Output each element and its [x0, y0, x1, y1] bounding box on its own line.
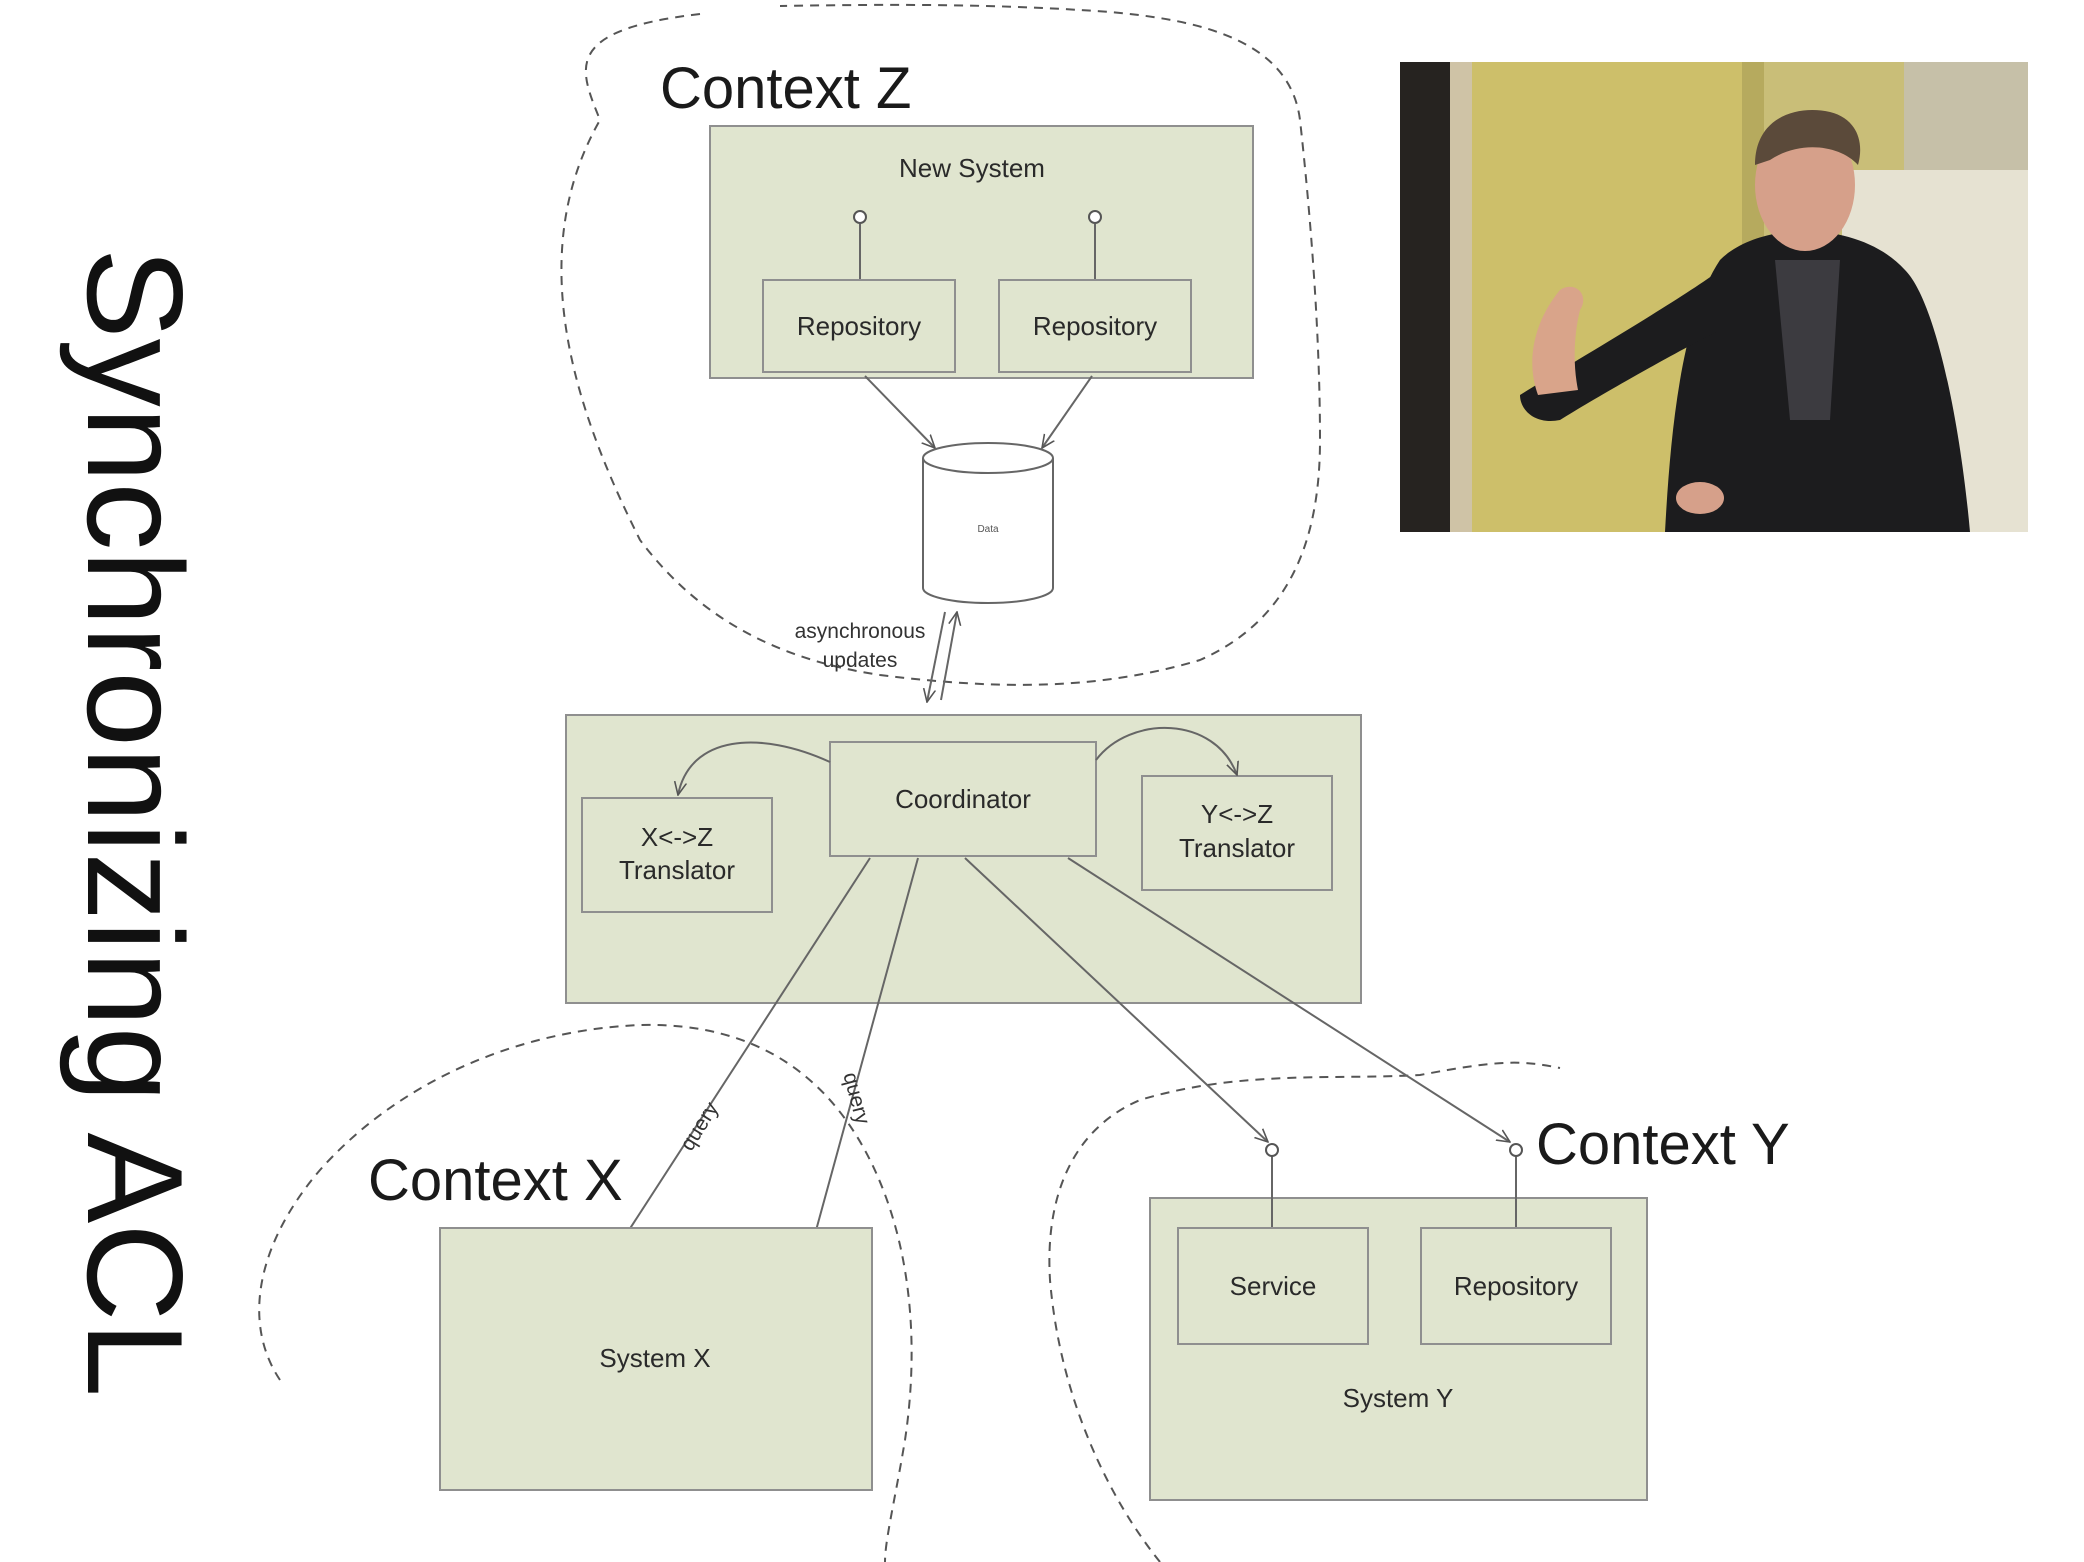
repo-right-to-data-arrow	[1042, 375, 1093, 448]
query-label-left: query	[676, 1098, 724, 1155]
slide-title: Synchronizing ACL	[59, 248, 211, 1397]
service-box[interactable]	[1177, 1227, 1369, 1345]
context-z-label: Context Z	[660, 56, 911, 121]
repository-right-box[interactable]	[998, 279, 1192, 373]
coordinator-box[interactable]	[829, 741, 1097, 857]
coordinator-to-xz-arrow	[678, 741, 831, 795]
xz-translator-label-line1: X<->Z	[641, 822, 713, 852]
system-y-label: System Y	[1343, 1383, 1454, 1413]
async-updates-label-line1: asynchronous	[795, 620, 926, 643]
data-store-label: Data	[977, 524, 999, 535]
repository-right-label: Repository	[1033, 311, 1157, 341]
coordinator-to-repository-arrow	[1067, 857, 1510, 1142]
system-x-label: System X	[599, 1343, 710, 1373]
coordinator-to-service-arrow	[964, 857, 1268, 1142]
repository-left-box[interactable]	[762, 279, 956, 373]
yz-translator-label-line2: Translator	[1179, 833, 1295, 863]
context-x-label: Context X	[368, 1148, 623, 1213]
repository-y-label: Repository	[1454, 1271, 1578, 1301]
coordinator-to-yz-arrow	[1095, 726, 1237, 775]
speaker-video-frame	[1400, 62, 2028, 532]
repo-left-interface-lollipop	[853, 210, 867, 224]
repo-left-to-data-arrow	[864, 375, 935, 448]
context-x-boundary	[258, 1023, 913, 1562]
coordinator-label: Coordinator	[895, 784, 1031, 814]
service-label: Service	[1230, 1271, 1317, 1301]
service-interface-lollipop	[1265, 1143, 1279, 1157]
xz-translator-box[interactable]	[581, 797, 773, 913]
context-y-boundary	[1048, 1061, 1561, 1562]
repository-y-box[interactable]	[1420, 1227, 1612, 1345]
data-store-cylinder-top	[922, 442, 1054, 474]
repo-right-interface-lollipop	[1088, 210, 1102, 224]
system-x-box[interactable]	[439, 1227, 873, 1491]
yz-translator-label-line1: Y<->Z	[1201, 799, 1273, 829]
repository-left-label: Repository	[797, 311, 921, 341]
new-system-title: New System	[899, 153, 1045, 183]
async-down-arrow	[927, 611, 946, 702]
speaker-figure	[1520, 110, 1970, 532]
async-up-arrow	[940, 612, 957, 701]
repository-y-interface-lollipop	[1509, 1143, 1523, 1157]
context-y-label: Context Y	[1536, 1112, 1790, 1177]
data-store-cylinder[interactable]	[922, 458, 1054, 604]
async-updates-label-line2: updates	[823, 649, 898, 672]
context-z-boundary	[560, 3, 1322, 686]
xz-translator-label-line2: Translator	[619, 855, 735, 885]
yz-translator-box[interactable]	[1141, 775, 1333, 891]
